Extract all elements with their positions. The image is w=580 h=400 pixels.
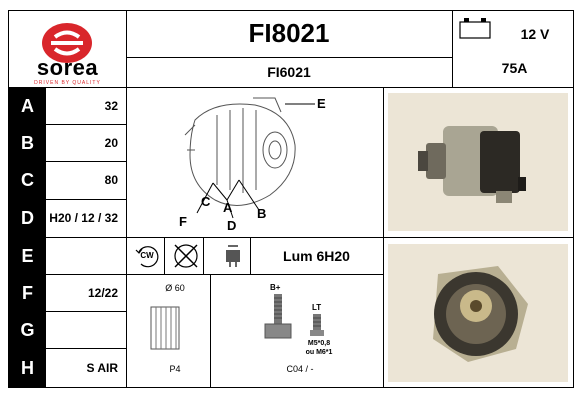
- row-value-h: S AIR: [86, 360, 118, 375]
- row-value-c: 80: [104, 173, 118, 187]
- row-value-b: 20: [104, 135, 118, 150]
- amperage: 75A: [501, 60, 528, 76]
- pulley-type: P4: [169, 364, 181, 374]
- spec-sheet-frame: [8, 10, 574, 388]
- divider: [9, 274, 383, 275]
- sorea-logo-icon: [42, 23, 92, 63]
- dim-label-f: F: [179, 214, 187, 229]
- rotation-label: CW: [140, 251, 154, 260]
- divider: [164, 237, 165, 274]
- product-code: FI8021: [248, 18, 330, 48]
- brand-tagline: DRIVEN BY QUALITY: [34, 80, 101, 86]
- divider: [9, 311, 126, 312]
- divider: [9, 87, 574, 88]
- thread-spec: M5*0,8 ou M6*1: [298, 339, 340, 357]
- row-value-e: [46, 238, 126, 274]
- row-value-g: [46, 312, 126, 348]
- bolt-icon: [262, 292, 296, 342]
- battery-icon: [459, 17, 491, 39]
- divider: [126, 57, 452, 58]
- rotation-cw-icon: CW: [133, 242, 161, 270]
- connector-code: C04 / -: [286, 364, 314, 374]
- row-label-c: C: [9, 162, 46, 199]
- thread-alt: ou M6*1: [305, 349, 333, 356]
- divider: [250, 237, 251, 274]
- pulley-diameter: Ø 60: [165, 283, 185, 293]
- terminal-b-plus-label: B+: [270, 283, 281, 292]
- divider: [9, 161, 126, 162]
- product-photo-side: [388, 93, 568, 231]
- dim-label-b: B: [257, 206, 267, 221]
- product-photo-front: [388, 244, 568, 382]
- row-label-h: H: [9, 349, 46, 387]
- alternator-front-photo-icon: [433, 266, 528, 362]
- alternator-drawing: E F C A B D: [135, 90, 375, 235]
- divider: [9, 237, 126, 238]
- divider: [9, 348, 126, 349]
- divider: [9, 124, 126, 125]
- divider: [210, 274, 211, 387]
- lt-terminal-icon: [308, 312, 328, 338]
- divider: [126, 237, 383, 238]
- regulator-icon: [220, 242, 248, 270]
- divider: [383, 237, 574, 238]
- row-label-e: E: [9, 238, 46, 274]
- row-label-d: D: [9, 200, 46, 237]
- row-label-b: B: [9, 125, 46, 161]
- dim-label-d: D: [227, 218, 237, 233]
- row-value-d: H20 / 12 / 32: [49, 211, 118, 225]
- divider: [9, 199, 126, 200]
- dim-label-e: E: [317, 96, 326, 111]
- voltage: 12 V: [520, 26, 550, 42]
- row-label-g: G: [9, 312, 46, 348]
- brand-logo: sorea DRIVEN BY QUALITY: [9, 11, 126, 87]
- alternator-outline-icon: [184, 97, 315, 219]
- dim-label-c: C: [201, 194, 211, 209]
- no-fan-icon: [172, 242, 200, 270]
- product-ref: FI6021: [267, 64, 311, 80]
- divider: [126, 11, 127, 387]
- regulator-name: Lum 6H20: [283, 248, 350, 264]
- brand-name: sorea: [36, 55, 99, 80]
- row-value-a: 32: [104, 98, 118, 113]
- alternator-photo-icon: [418, 126, 526, 203]
- dim-label-a: A: [223, 200, 233, 215]
- pulley-icon: [150, 302, 180, 354]
- divider: [203, 237, 204, 274]
- row-label-a: A: [9, 88, 46, 124]
- terminal-lt-label: LT: [312, 303, 322, 312]
- thread-main: M5*0,8: [307, 340, 331, 347]
- row-label-f: F: [9, 275, 46, 311]
- divider: [452, 11, 453, 87]
- row-value-f: 12/22: [87, 285, 118, 300]
